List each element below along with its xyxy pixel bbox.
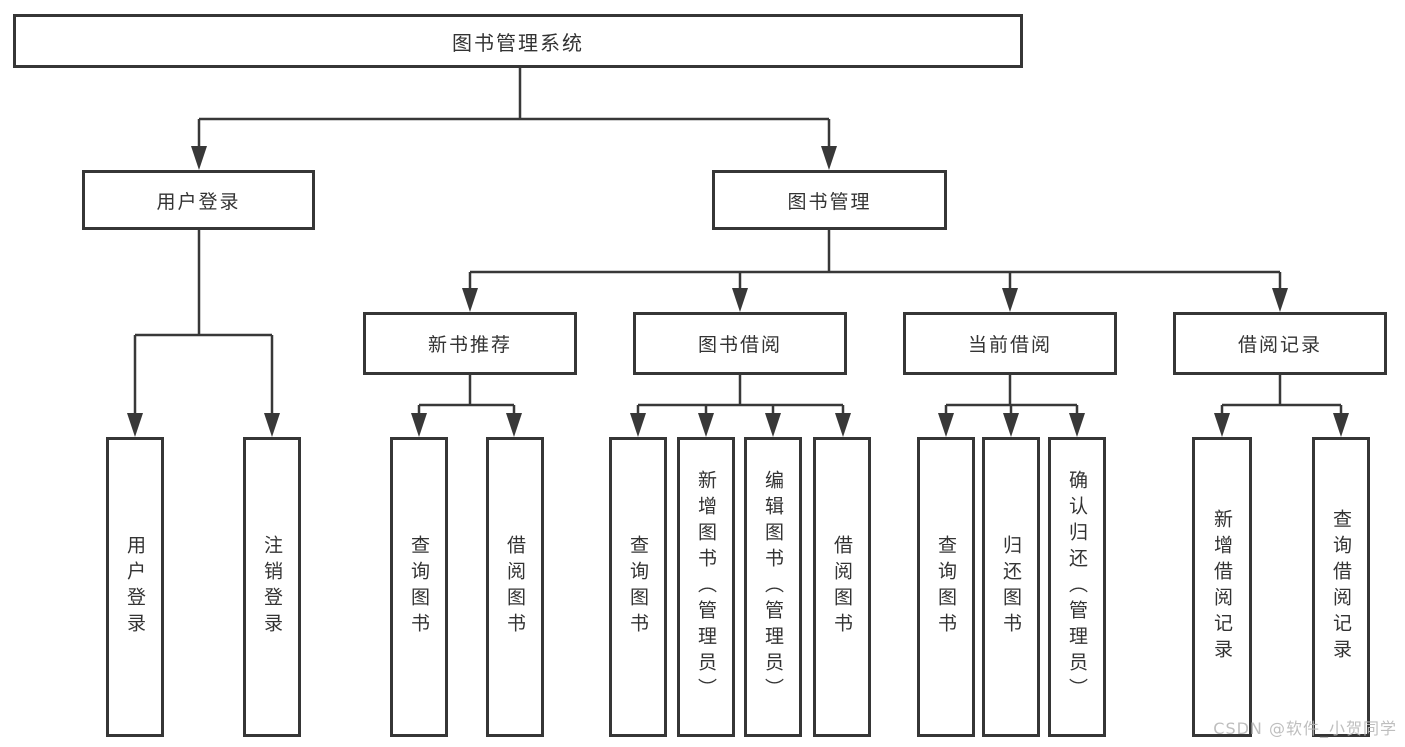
csdn-watermark: CSDN @软件_小贺同学 (1213, 719, 1397, 738)
node-user-login: 用户登录 (82, 170, 315, 230)
leaf-add-books-admin: 新增图书（管理员） (677, 437, 735, 737)
node-book-borrowing: 图书借阅 (633, 312, 847, 375)
leaf-logout: 注销登录 (243, 437, 301, 737)
leaf-query-books-current: 查询图书 (917, 437, 975, 737)
leaf-confirm-return-admin: 确认归还（管理员） (1048, 437, 1106, 737)
node-current-borrowing: 当前借阅 (903, 312, 1117, 375)
leaf-return-books: 归还图书 (982, 437, 1040, 737)
leaf-user-login: 用户登录 (106, 437, 164, 737)
leaf-query-borrow-record: 查询借阅记录 (1312, 437, 1370, 737)
leaf-borrow-books-newbook: 借阅图书 (486, 437, 544, 737)
node-book-management: 图书管理 (712, 170, 947, 230)
leaf-borrow-books-borrow: 借阅图书 (813, 437, 871, 737)
node-borrowing-records: 借阅记录 (1173, 312, 1387, 375)
node-library-management-system: 图书管理系统 (13, 14, 1023, 68)
leaf-query-books-borrow: 查询图书 (609, 437, 667, 737)
leaf-edit-books-admin: 编辑图书（管理员） (744, 437, 802, 737)
node-new-book-recommendation: 新书推荐 (363, 312, 577, 375)
leaf-add-borrow-record: 新增借阅记录 (1192, 437, 1252, 737)
leaf-query-books-newbook: 查询图书 (390, 437, 448, 737)
